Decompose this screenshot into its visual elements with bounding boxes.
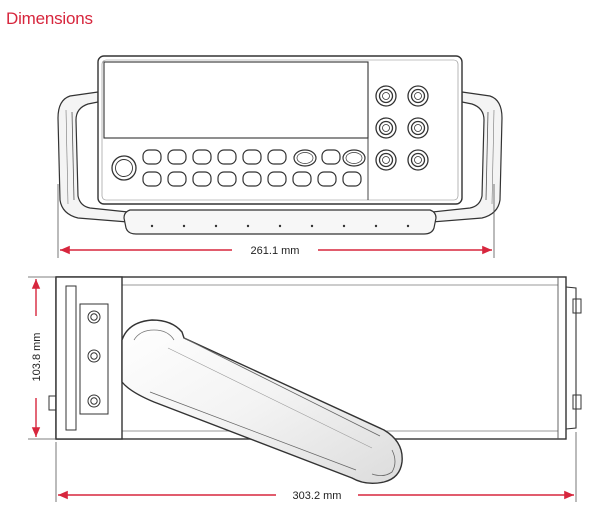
side-height-dimension: 103.8 mm	[28, 276, 56, 440]
power-knob	[111, 155, 137, 181]
front-buttons	[142, 149, 366, 187]
input-terminals	[375, 85, 429, 171]
side-depth-label: 303.2 mm	[293, 490, 342, 502]
front-view	[57, 55, 503, 235]
side-height-label: 103.8 mm	[31, 333, 43, 382]
page-title: Dimensions	[6, 9, 93, 28]
front-body	[97, 55, 463, 205]
front-foot	[123, 209, 437, 235]
rear-bumper	[565, 286, 577, 430]
front-width-dimension: 261.1 mm	[57, 184, 495, 258]
side-depth-dimension: 303.2 mm	[55, 432, 577, 502]
carry-handle	[121, 319, 403, 485]
side-view	[48, 276, 582, 485]
front-width-label: 261.1 mm	[251, 245, 300, 257]
